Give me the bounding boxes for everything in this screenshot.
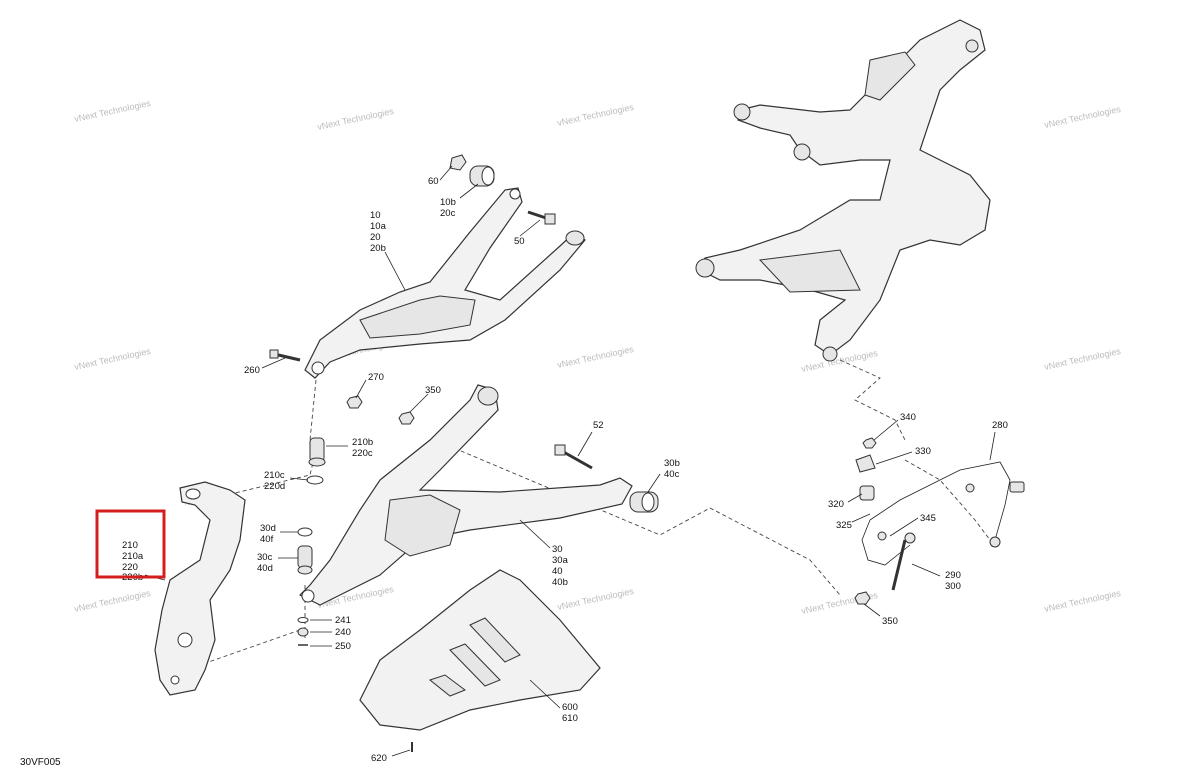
- callout-610: 610: [562, 713, 578, 724]
- watermark-text: vNext Technologies: [73, 346, 152, 372]
- callout-40d: 40d: [257, 563, 273, 574]
- watermark-text: vNext Technologies: [73, 588, 152, 614]
- watermark-text: vNext Technologies: [800, 348, 879, 374]
- callout-241: 241: [335, 615, 351, 626]
- watermark-text: vNext Technologies: [73, 98, 152, 124]
- circlip-upper: [306, 475, 324, 485]
- callout-10b: 10b: [440, 197, 456, 208]
- callout-260: 260: [244, 365, 260, 376]
- leader-lines: [144, 165, 996, 757]
- nut-270: [346, 395, 363, 409]
- callout-300: 300: [945, 581, 961, 592]
- watermark-text: vNext Technologies: [556, 102, 635, 128]
- callout-52: 52: [593, 420, 604, 431]
- callout-30b: 30b: [664, 458, 680, 469]
- callout-600: 600: [562, 702, 578, 713]
- callout-20: 20: [370, 232, 381, 243]
- callout-210: 210: [122, 540, 138, 551]
- callout-210c: 210c: [264, 470, 285, 481]
- callout-345: 345: [920, 513, 936, 524]
- callout-280: 280: [992, 420, 1008, 431]
- washers-241-240-250: [297, 617, 309, 646]
- callout-20b: 20b: [370, 243, 386, 254]
- callout-40: 40: [552, 566, 563, 577]
- callout-340: 340: [900, 412, 916, 423]
- callout-30: 30: [552, 544, 563, 555]
- callout-10: 10: [370, 210, 381, 221]
- callout-40c: 40c: [664, 469, 680, 480]
- watermark-text: vNext Technologies: [1043, 346, 1122, 372]
- callout-30c: 30c: [257, 552, 273, 563]
- callout-labels: 60 10b 20c 50 10 10a 20 20b 260 270 350 …: [122, 176, 1008, 764]
- lower-bushing: [629, 491, 659, 513]
- bolt-50: [527, 210, 556, 225]
- callout-330: 330: [915, 446, 931, 457]
- nut-350-top: [398, 411, 415, 425]
- bolt-52: [554, 444, 593, 470]
- callout-10a: 10a: [370, 221, 387, 232]
- callout-60: 60: [428, 176, 439, 187]
- highlight-box: [95, 509, 166, 579]
- callout-250: 250: [335, 641, 351, 652]
- callout-30a: 30a: [552, 555, 569, 566]
- bolt-260: [269, 349, 301, 362]
- callout-240: 240: [335, 627, 351, 638]
- upper-ball-joint: [308, 437, 326, 467]
- callout-220d: 220d: [264, 481, 285, 492]
- watermark-text: vNext Technologies: [1043, 104, 1122, 130]
- lower-ball-joint: [297, 545, 313, 575]
- callout-320: 320: [828, 499, 844, 510]
- callout-220c: 220c: [352, 448, 373, 459]
- callout-350-bottom: 350: [882, 616, 898, 627]
- callout-620: 620: [371, 753, 387, 764]
- callout-325: 325: [836, 520, 852, 531]
- callout-50: 50: [514, 236, 525, 247]
- callout-270: 270: [368, 372, 384, 383]
- steering-knuckle: [154, 481, 246, 696]
- figure-code: 30VF005: [20, 757, 61, 768]
- sway-bar-assembly: [854, 437, 1025, 605]
- watermark-text: vNext Technologies: [556, 344, 635, 370]
- circlip-lower: [297, 527, 313, 537]
- upper-bushing-and-nut: [449, 154, 495, 187]
- assembled-suspension-view: [695, 19, 991, 362]
- skid-plate: [359, 569, 601, 731]
- callout-350-top: 350: [425, 385, 441, 396]
- upper-a-arm: [304, 187, 586, 379]
- watermark-text: vNext Technologies: [316, 106, 395, 132]
- callout-290: 290: [945, 570, 961, 581]
- callout-20c: 20c: [440, 208, 456, 219]
- callout-210b: 210b: [352, 437, 373, 448]
- callout-220: 220: [122, 562, 138, 573]
- callout-210a: 210a: [122, 551, 144, 562]
- lower-a-arm: [298, 384, 633, 606]
- watermark-text: vNext Technologies: [556, 586, 635, 612]
- callout-30d: 30d: [260, 523, 276, 534]
- callout-40b: 40b: [552, 577, 568, 588]
- watermark-text: vNext Technologies: [1043, 588, 1122, 614]
- callout-40f: 40f: [260, 534, 274, 545]
